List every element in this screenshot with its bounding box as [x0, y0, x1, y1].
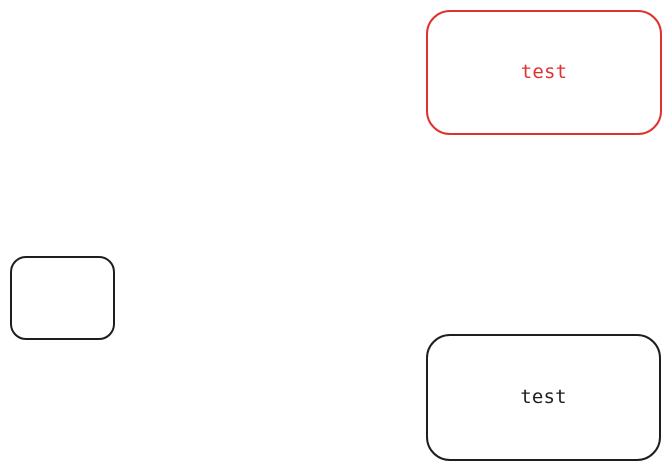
black-rectangle-label: test [520, 386, 567, 408]
red-rectangle-label: test [520, 61, 568, 83]
small-rounded-rectangle[interactable] [10, 256, 115, 340]
red-rounded-rectangle[interactable]: test [426, 10, 662, 135]
black-rounded-rectangle[interactable]: test [426, 334, 661, 461]
